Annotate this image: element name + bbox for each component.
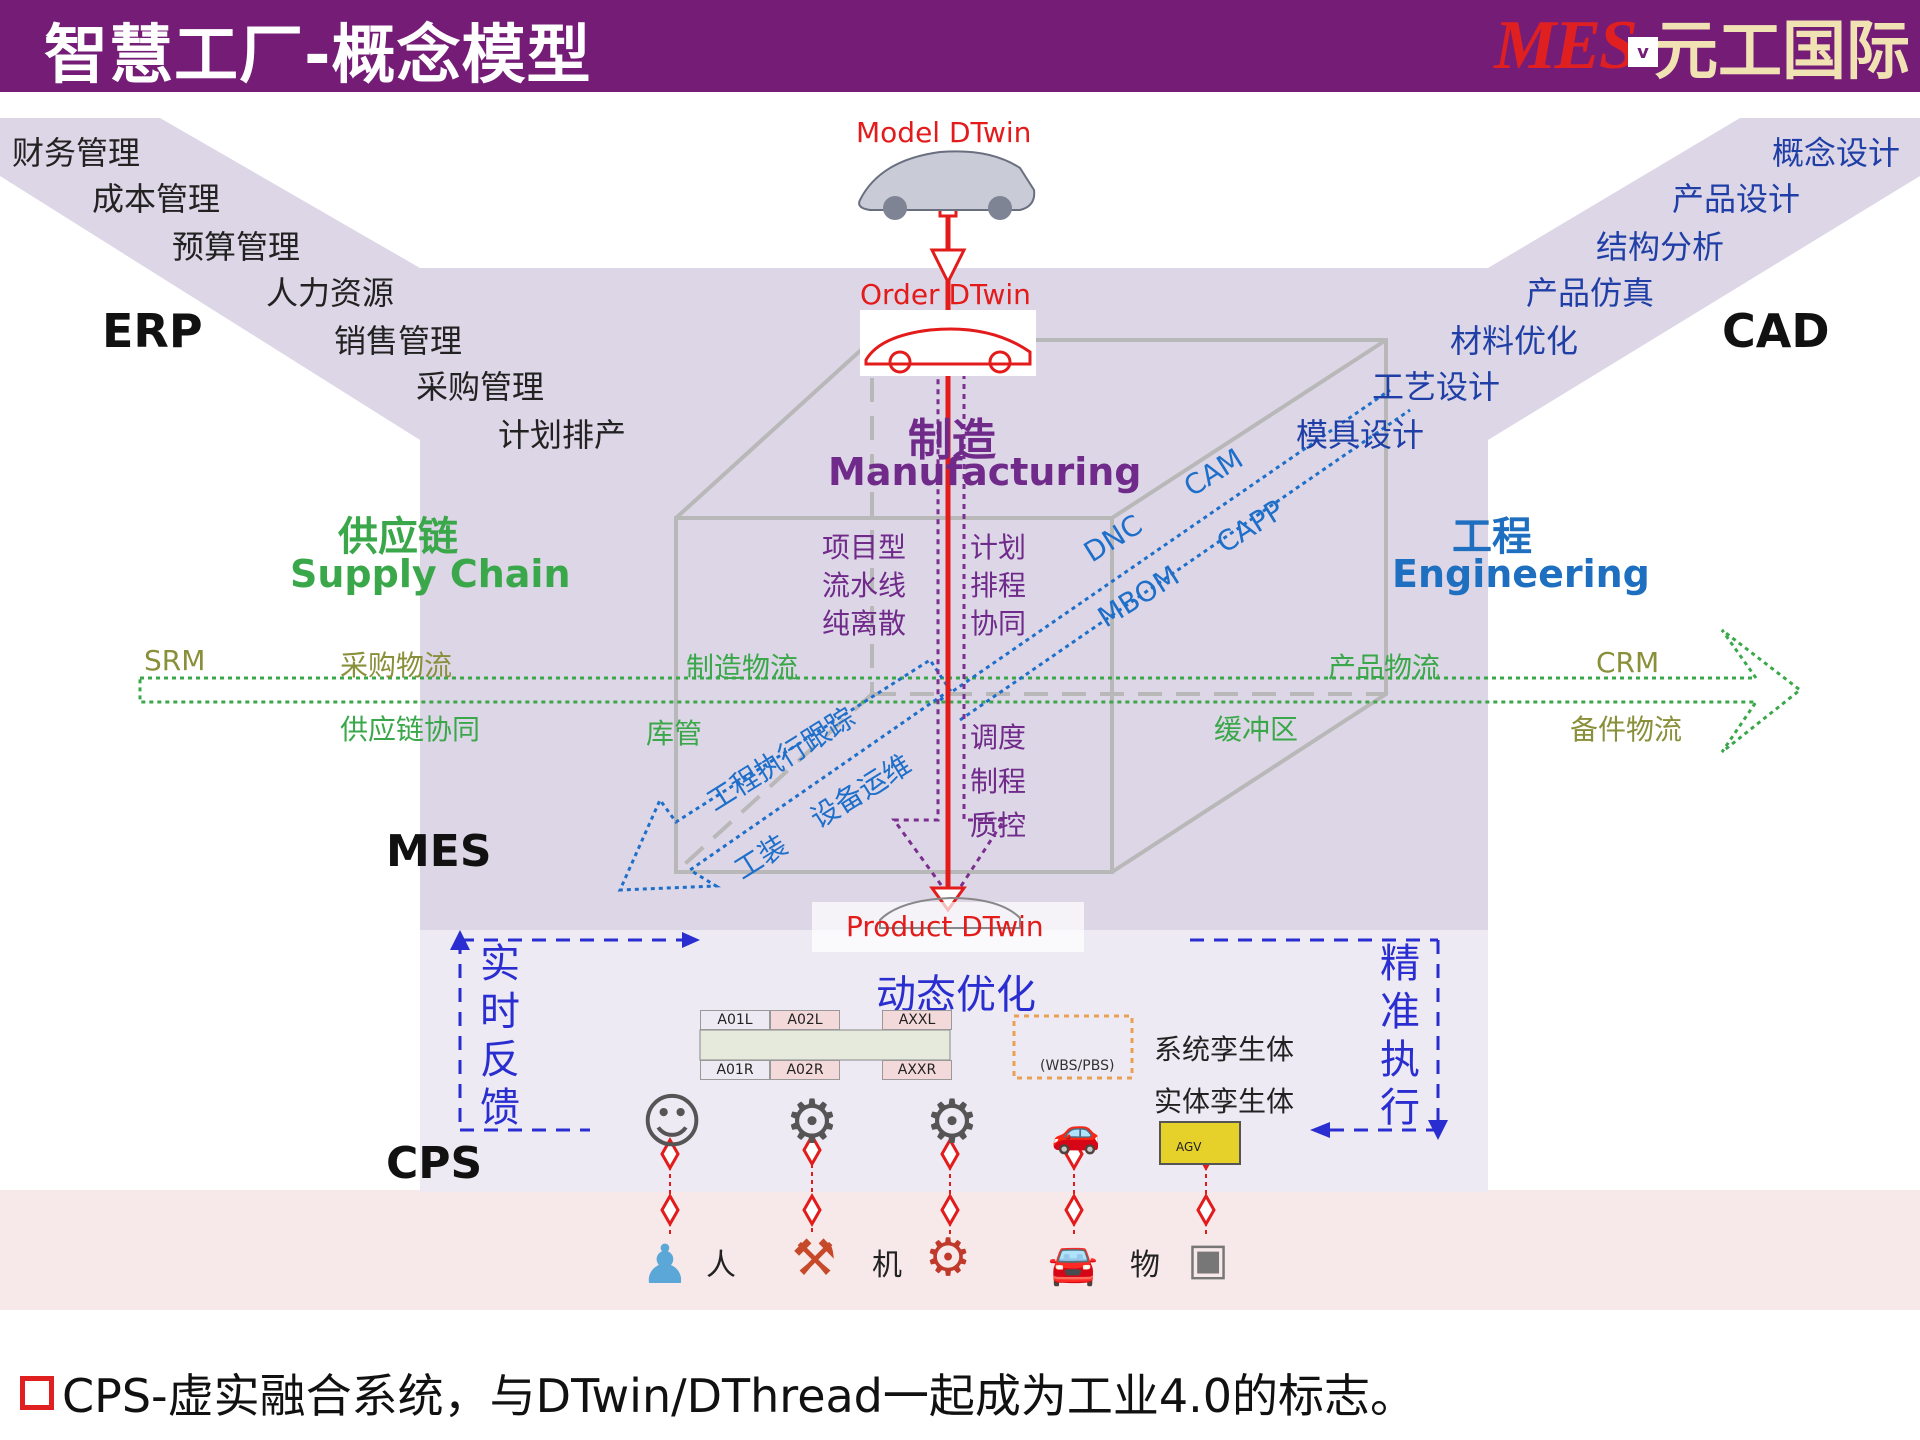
robot-twin-icon: ⚙: [925, 1087, 979, 1157]
entity-twin-label: 实体孪生体: [1154, 1085, 1295, 1118]
mfg-function: 排程: [970, 569, 1027, 602]
execute-char: 行: [1380, 1085, 1420, 1131]
order-dtwin-label: Order DTwin: [860, 278, 1031, 311]
feedback-char: 时: [480, 989, 520, 1035]
erp-item: 财务管理: [12, 134, 141, 172]
model-dtwin-label: Model DTwin: [856, 116, 1032, 149]
agv-tag: AGV: [1176, 1140, 1202, 1154]
wbs-label: (WBS/PBS): [1040, 1058, 1115, 1074]
system-twin-label: 系统孪生体: [1154, 1033, 1295, 1066]
erp-item: 成本管理: [92, 180, 221, 218]
square-bullet-icon: [20, 1376, 54, 1410]
mfg-control: 调度: [970, 721, 1027, 754]
mfg-type: 流水线: [822, 569, 907, 602]
logo-badge: v: [1628, 37, 1658, 67]
mfg-function: 协同: [970, 607, 1027, 640]
car-twin-icon: 🚗: [1051, 1109, 1101, 1156]
feedback-char: 馈: [480, 1085, 520, 1131]
mfg-control: 质控: [970, 809, 1027, 842]
cad-item: 材料优化: [1450, 322, 1579, 360]
logo-company: 元工国际: [1654, 15, 1910, 89]
product-dtwin-label: Product DTwin: [846, 910, 1044, 943]
cad-item: 结构分析: [1596, 228, 1725, 266]
mes-label: MES: [386, 826, 492, 877]
cad-item: 概念设计: [1772, 134, 1901, 172]
mfg-control: 制程: [970, 765, 1027, 798]
flow-label: 采购物流: [340, 649, 453, 682]
station-chip: A02L: [770, 1010, 840, 1030]
machine-twin-icon: ⚙: [785, 1087, 839, 1157]
person-physical-icon: ♟: [640, 1232, 690, 1296]
erp-item: 计划排产: [498, 416, 627, 454]
execute-char: 精: [1380, 941, 1420, 987]
mfg-type: 项目型: [822, 531, 907, 564]
station-chip: AXXL: [882, 1010, 952, 1030]
supply-chain-cn: 供应链: [338, 514, 458, 560]
cad-item: 产品仿真: [1526, 274, 1655, 312]
execute-char: 准: [1380, 989, 1420, 1035]
station-chip: A01L: [700, 1010, 770, 1030]
logo-mes: MES: [1494, 7, 1638, 84]
object-label: 物: [1130, 1248, 1160, 1283]
station-chip: A01R: [700, 1060, 770, 1080]
brand-logo: MES v 元工国际: [1494, 6, 1910, 89]
order-car-icon: [860, 310, 1036, 376]
person-label: 人: [706, 1248, 736, 1283]
cad-item: 工艺设计: [1372, 368, 1501, 406]
feedback-char: 实: [480, 941, 520, 987]
flow-label: 库管: [646, 717, 703, 750]
flow-label: 制造物流: [686, 651, 799, 684]
station-chip: AXXR: [882, 1060, 952, 1080]
cad-label: CAD: [1722, 304, 1830, 358]
erp-label: ERP: [102, 304, 203, 358]
station-chip: A02R: [770, 1060, 840, 1080]
cad-item: 产品设计: [1672, 180, 1801, 218]
realtime-feedback-label: 实 时 反 馈: [478, 940, 522, 1132]
erp-item: 预算管理: [172, 228, 301, 266]
flow-label: 供应链协同: [340, 713, 481, 746]
supply-chain-en: Supply Chain: [290, 552, 571, 596]
flow-label: 缓冲区: [1214, 713, 1299, 746]
product-car-icon: [812, 896, 1084, 952]
cps-label: CPS: [386, 1138, 483, 1189]
execute-char: 执: [1380, 1037, 1420, 1083]
model-car-icon: [858, 150, 1036, 220]
flow-label: 产品物流: [1328, 651, 1441, 684]
engineering-cn: 工程: [1452, 514, 1532, 560]
manufacturing-en: Manufacturing: [828, 450, 1142, 494]
person-twin-icon: ☺: [640, 1087, 704, 1157]
srm-label: SRM: [144, 644, 206, 677]
machine-label: 机: [872, 1248, 902, 1283]
machine-physical-icon: ⚒: [791, 1229, 837, 1287]
footer-text: CPS-虚实融合系统，与DTwin/DThread一起成为工业4.0的标志。: [62, 1369, 1417, 1423]
cad-item: 模具设计: [1296, 416, 1425, 454]
robot-arm-icon: ⚙: [924, 1228, 972, 1288]
erp-item: 人力资源: [266, 274, 395, 312]
header-bar: 智慧工厂-概念模型 MES v 元工国际: [0, 0, 1920, 93]
flow-label: 备件物流: [1570, 713, 1683, 746]
feedback-char: 反: [480, 1037, 520, 1083]
footer-note: CPS-虚实融合系统，与DTwin/DThread一起成为工业4.0的标志。: [20, 1360, 1416, 1426]
page-title: 智慧工厂-概念模型: [44, 19, 592, 93]
mfg-function: 计划: [970, 531, 1027, 564]
agv-physical-icon: ▣: [1187, 1233, 1229, 1285]
erp-item: 销售管理: [334, 322, 463, 360]
manufacturing-cn: 制造: [908, 415, 996, 466]
car-body-icon: 🚘: [1048, 1241, 1098, 1288]
precise-execute-label: 精 准 执 行: [1378, 940, 1422, 1132]
mfg-type: 纯离散: [822, 607, 907, 640]
erp-item: 采购管理: [416, 368, 545, 406]
crm-label: CRM: [1596, 646, 1660, 679]
engineering-en: Engineering: [1392, 552, 1650, 596]
